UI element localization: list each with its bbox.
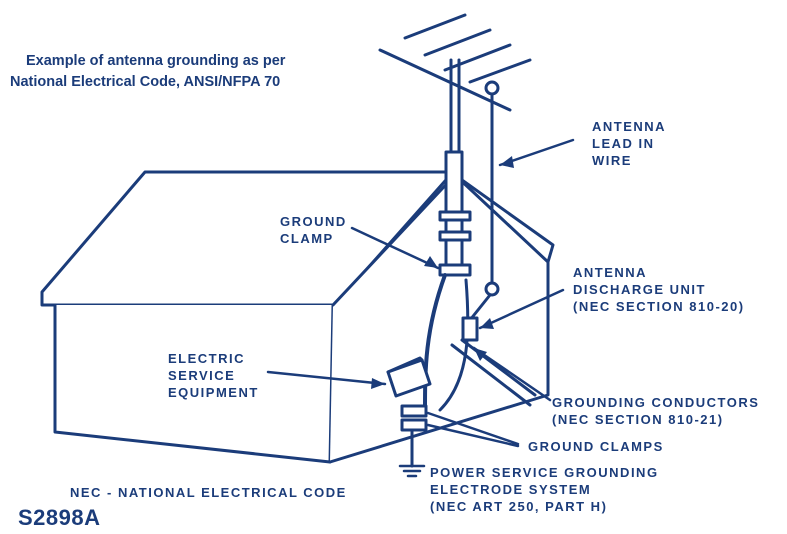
wire-to-discharge	[468, 293, 492, 322]
arrow-grounding-conductors	[472, 346, 552, 402]
title-line-2: National Electrical Code, ANSI/NFPA 70	[10, 74, 281, 90]
label-antenna-discharge-unit: ANTENNA DISCHARGE UNIT (NEC SECTION 810-…	[573, 264, 745, 315]
arrow-discharge-unit	[478, 288, 565, 330]
nec-note: NEC - NATIONAL ELECTRICAL CODE	[70, 484, 347, 501]
diagram-title-line-2: National Electrical Code, ANSI/NFPA 70	[10, 73, 280, 92]
label-electric-line-1: ELECTRIC	[168, 351, 245, 366]
arrow-electric-service	[266, 370, 387, 386]
label-grounding-line-2: (NEC SECTION 810-21)	[552, 412, 724, 427]
label-ground-clamp-line-2: CLAMP	[280, 231, 334, 246]
antenna-element-4	[468, 58, 532, 84]
antenna-element-1	[403, 13, 467, 40]
label-antenna-lead-in-wire: ANTENNA LEAD IN WIRE	[592, 118, 666, 169]
label-ground-clamp: GROUND CLAMP	[280, 213, 347, 247]
roof-trim	[453, 173, 555, 264]
label-discharge-line-2: DISCHARGE UNIT	[573, 282, 706, 297]
label-ground-clamp-line-1: GROUND	[280, 214, 347, 229]
label-electric-line-3: EQUIPMENT	[168, 385, 259, 400]
figure-code-text: S2898A	[18, 505, 101, 530]
ground-clamp-mast	[438, 263, 472, 277]
label-grounding-line-1: GROUNDING CONDUCTORS	[552, 395, 760, 410]
grounding-conductor-band	[438, 278, 470, 412]
wire-standoff-bottom	[484, 281, 500, 297]
grounding-conductor-mast	[423, 273, 447, 412]
label-power-service-grounding: POWER SERVICE GROUNDING ELECTRODE SYSTEM…	[430, 464, 659, 515]
antenna-boom	[378, 48, 512, 112]
antenna-element-2	[423, 28, 492, 57]
label-discharge-line-3: (NEC SECTION 810-20)	[573, 299, 745, 314]
electrode-clamp-2	[400, 418, 428, 432]
diagram-title: Example of antenna grounding as per	[26, 52, 285, 71]
arrow-ground-clamp	[350, 226, 440, 270]
title-line-1: Example of antenna grounding as per	[26, 53, 286, 69]
nec-note-text: NEC - NATIONAL ELECTRICAL CODE	[70, 485, 347, 500]
label-ground-clamps-text: GROUND CLAMPS	[528, 439, 664, 454]
label-antenna-lead-line-1: ANTENNA	[592, 119, 667, 134]
arrowhead-grounding-conductors	[474, 348, 487, 361]
label-power-line-1: POWER SERVICE GROUNDING	[430, 465, 659, 480]
figure-code: S2898A	[18, 505, 101, 531]
label-antenna-lead-line-3: WIRE	[592, 153, 632, 168]
label-antenna-lead-line-2: LEAD IN	[592, 136, 655, 151]
wire-standoff-top	[484, 80, 500, 96]
label-electric-line-2: SERVICE	[168, 368, 236, 383]
electrode-clamp-1	[400, 404, 428, 418]
arrowhead-electric-service	[371, 378, 385, 389]
label-grounding-conductors: GROUNDING CONDUCTORS (NEC SECTION 810-21…	[552, 394, 759, 428]
label-power-line-3: (NEC ART 250, PART H)	[430, 499, 608, 514]
arrowhead-ground-clamp	[424, 256, 438, 268]
antenna-mast	[449, 58, 461, 154]
discharge-unit	[461, 316, 479, 342]
arrowhead-antenna-lead	[500, 156, 514, 168]
mast-clamp-1	[438, 210, 472, 222]
label-ground-clamps: GROUND CLAMPS	[528, 438, 664, 455]
label-power-line-2: ELECTRODE SYSTEM	[430, 482, 592, 497]
antenna-element-3	[443, 43, 512, 72]
label-discharge-line-1: ANTENNA	[573, 265, 648, 280]
label-electric-service-equipment: ELECTRIC SERVICE EQUIPMENT	[168, 350, 259, 401]
arrowhead-discharge-unit	[480, 318, 494, 329]
arrow-ground-clamps	[426, 411, 520, 448]
service-box-top	[386, 356, 424, 374]
ground-symbol	[398, 464, 426, 478]
mast-clamp-2	[438, 230, 472, 242]
